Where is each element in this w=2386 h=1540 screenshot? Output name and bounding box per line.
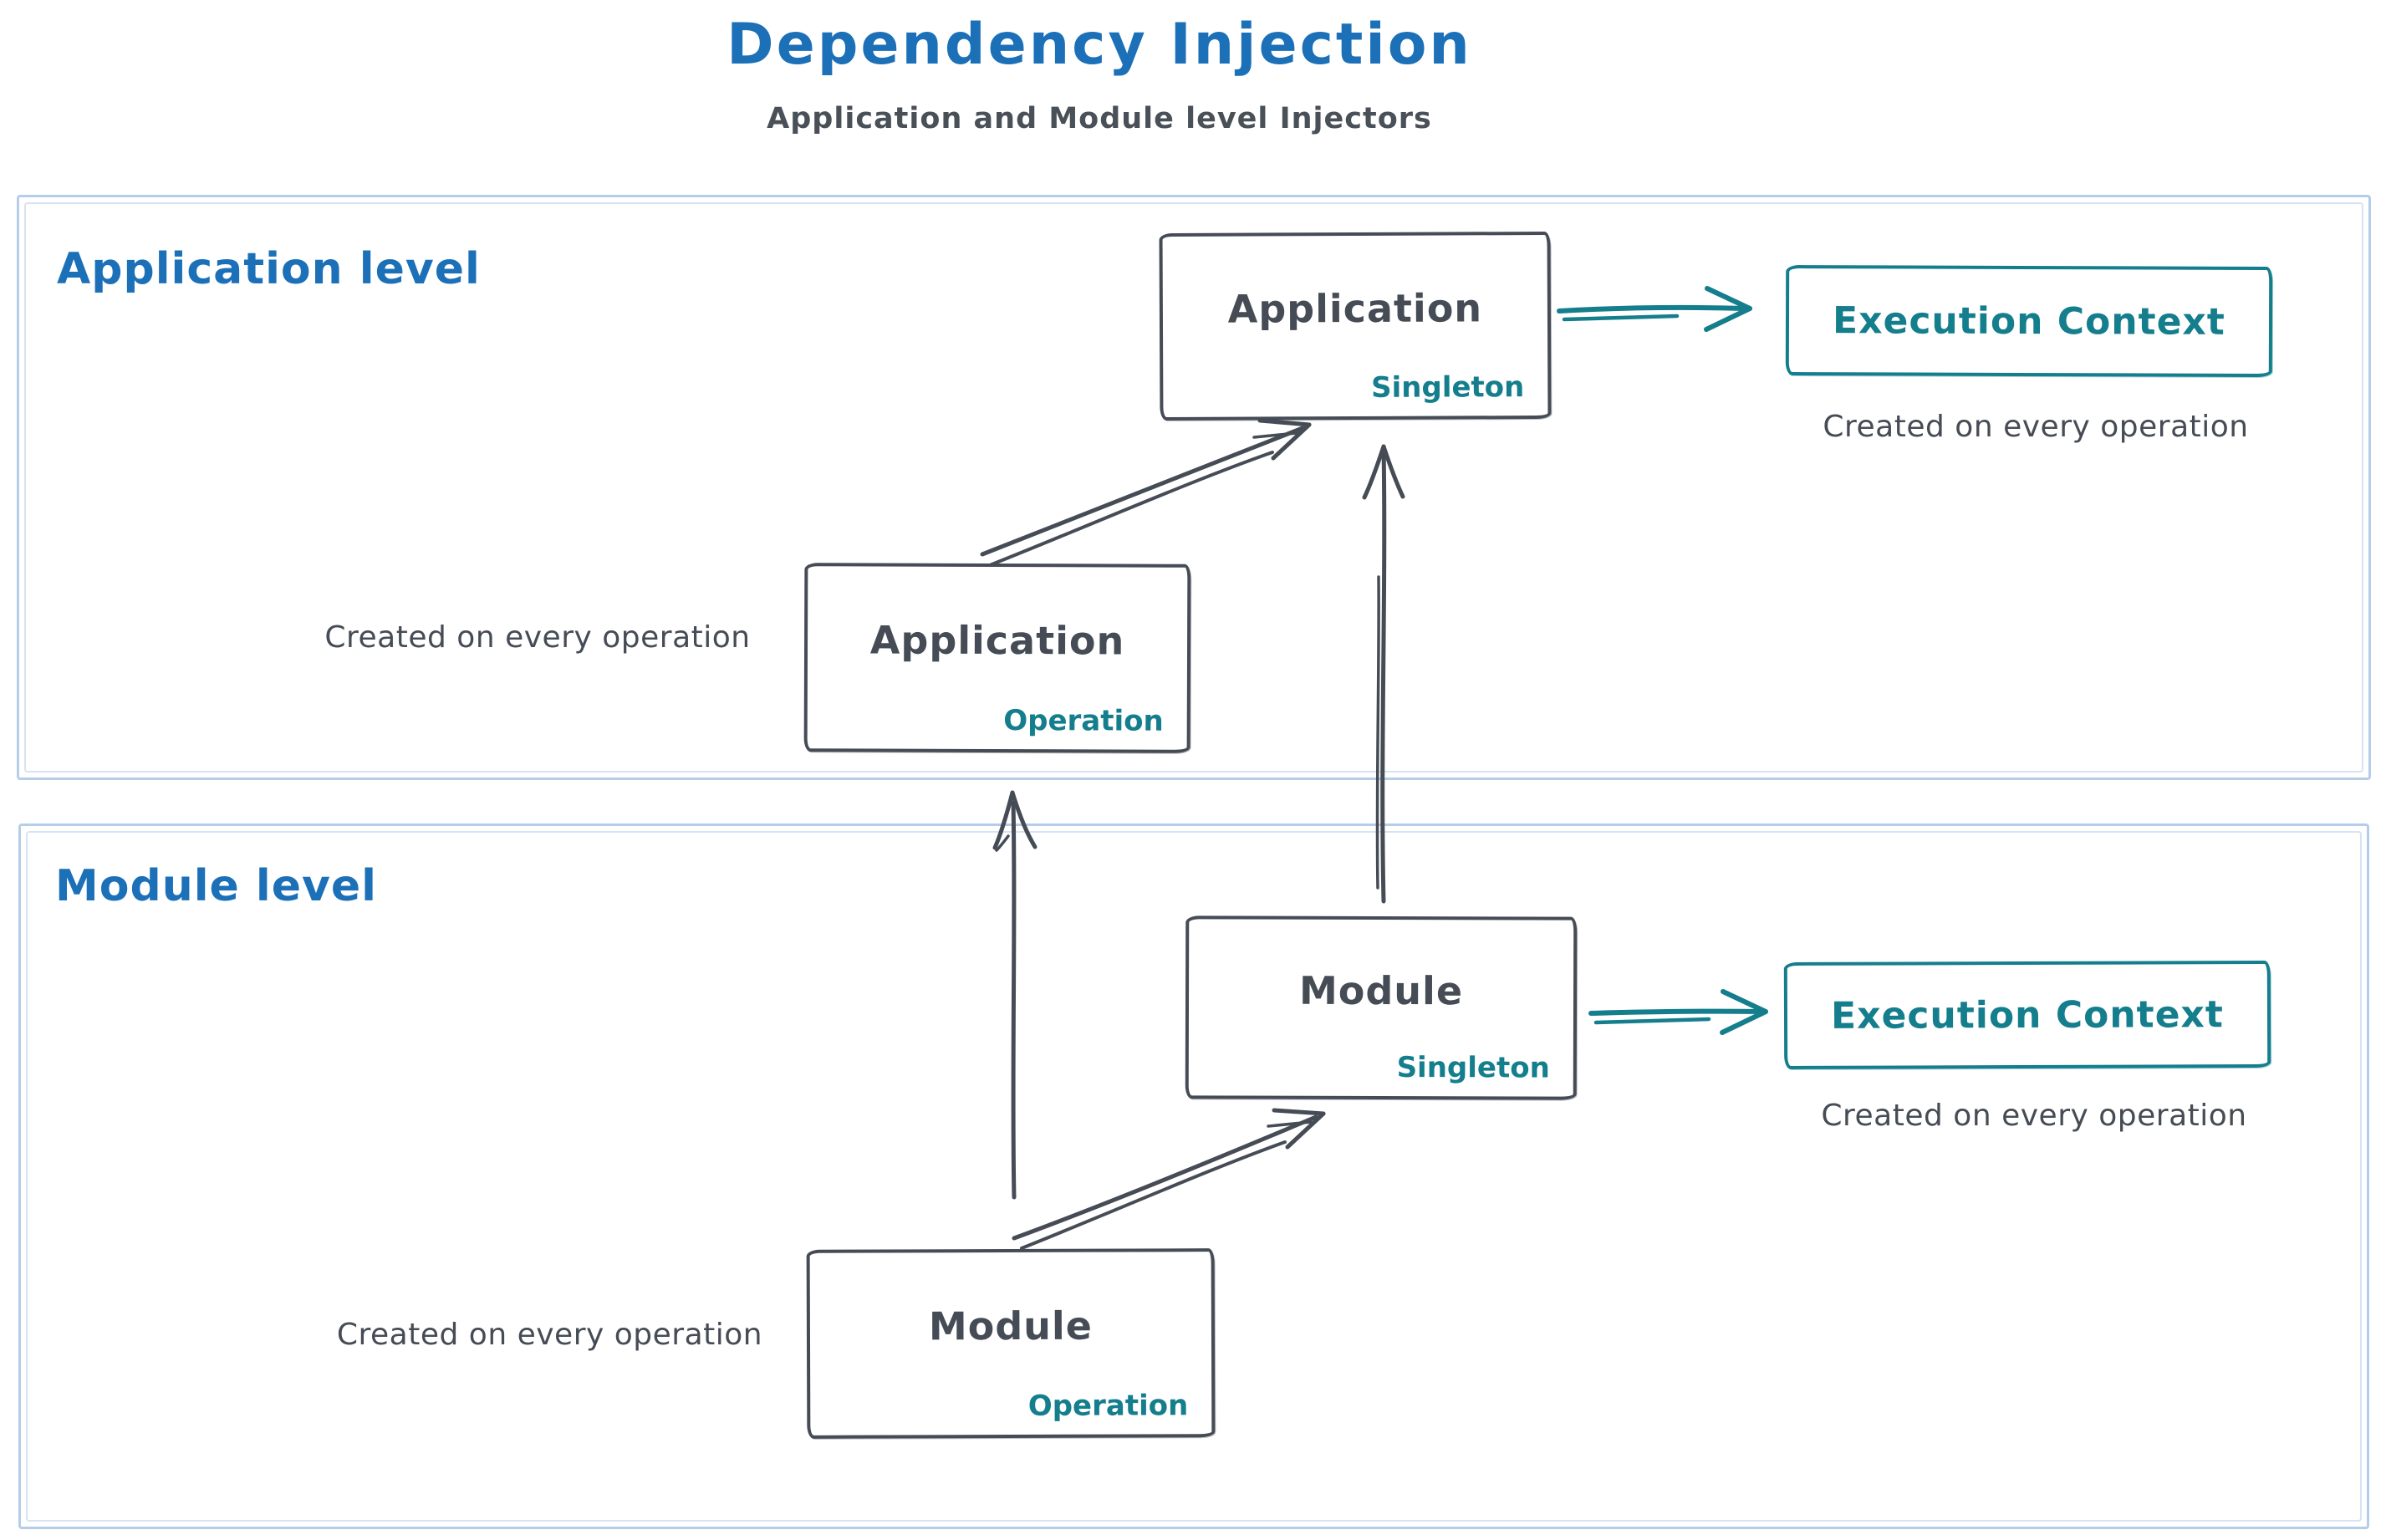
page-title: Dependency Injection: [727, 12, 1472, 78]
application-level-section: [17, 195, 2371, 780]
node-module-operation: Module Operation: [806, 1248, 1216, 1439]
node-module-execution-context: Execution Context: [1783, 960, 2271, 1070]
application-level-label: Application level: [57, 244, 481, 294]
caption-module-execution-context: Created on every operation: [1821, 1099, 2247, 1133]
node-module-execution-context-label: Execution Context: [1831, 992, 2224, 1038]
node-module-operation-scope: Operation: [1027, 1389, 1189, 1423]
module-level-label: Module level: [55, 861, 377, 911]
caption-app-operation: Created on every operation: [324, 620, 751, 655]
node-app-execution-context-label: Execution Context: [1833, 298, 2225, 344]
node-app-execution-context: Execution Context: [1785, 264, 2273, 378]
node-application-operation-scope: Operation: [1003, 704, 1164, 738]
node-application-operation: Application Operation: [803, 563, 1191, 753]
node-module-singleton-scope: Singleton: [1396, 1051, 1550, 1085]
node-application-singleton-scope: Singleton: [1371, 370, 1525, 405]
module-level-section: [18, 824, 2369, 1529]
node-application-singleton: Application Singleton: [1159, 231, 1552, 421]
caption-module-operation: Created on every operation: [336, 1318, 763, 1352]
page-subtitle: Application and Module level Injectors: [767, 102, 1432, 135]
caption-app-execution-context: Created on every operation: [1823, 410, 2249, 444]
node-module-singleton: Module Singleton: [1185, 915, 1578, 1100]
